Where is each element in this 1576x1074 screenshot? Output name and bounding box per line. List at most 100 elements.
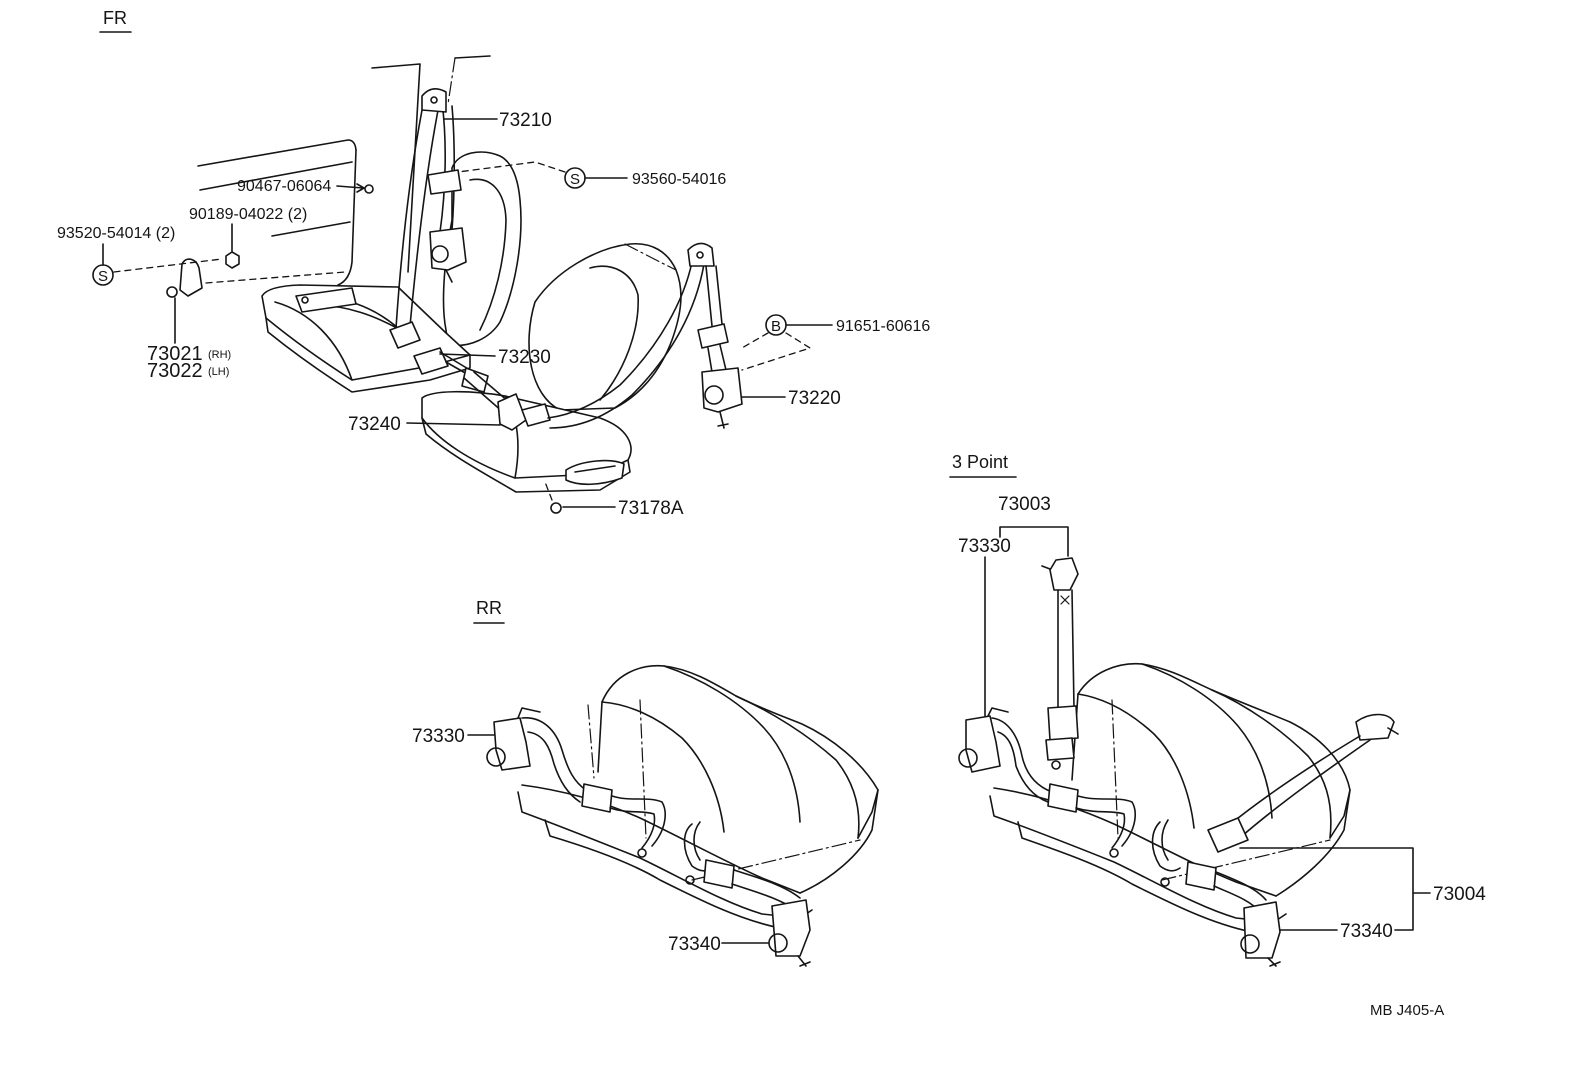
seat-back-contour (601, 701, 725, 833)
cover-clip-icon (550, 502, 562, 514)
pillar-hidden-line (447, 57, 456, 105)
belt-guide (697, 323, 729, 349)
belt-retractor-73330 (965, 715, 1001, 773)
retractor-spool-icon (1240, 934, 1260, 954)
door-trim-rear-edge (337, 149, 357, 286)
seat-hidden-line (639, 699, 647, 839)
belt-webbing-edge (719, 344, 727, 371)
assembly-left-bracket (999, 526, 1069, 557)
seat-back-contour (1141, 663, 1273, 819)
floor-bolt-icon (637, 848, 647, 858)
seat-back-contour (1211, 689, 1332, 839)
seat-cushion-front (421, 417, 631, 493)
floor-bolt-icon (1160, 877, 1170, 887)
buckle-strap-edge (1077, 795, 1136, 847)
belt-buckle (1045, 737, 1075, 761)
callout-inner-buckle: 73230 (498, 347, 551, 368)
buckle-strap-edge (1161, 819, 1169, 861)
buckle-73240 (497, 393, 527, 431)
retractor-spool-icon (704, 385, 724, 405)
belt-webbing-edge (549, 263, 705, 429)
anchor-bolt-icon (696, 251, 704, 259)
front-section-heading: FR (103, 8, 127, 28)
seat-back (528, 243, 682, 411)
floor-bolt-icon (685, 875, 695, 885)
retractor-spool-icon (958, 748, 978, 768)
roof-line (454, 55, 491, 59)
screw-hidden-line (457, 161, 566, 173)
screw-symbol-s-lower: S (98, 268, 108, 285)
belt-tongue-plate (1207, 817, 1249, 853)
callout-rear-retractor-right: 73340 (668, 934, 721, 955)
buckle-strap-edge (609, 807, 656, 849)
floor-bolt-icon (1109, 848, 1119, 858)
callout-three-point-retractor-left: 73330 (958, 536, 1011, 557)
leader-line (406, 422, 501, 426)
front-callouts: 73210 90467-06064 S 93560-54016 90189-04… (57, 110, 930, 519)
three-point-belt-73004 (1151, 713, 1399, 967)
lap-anchor-plate (295, 287, 357, 313)
bolt-symbol-b: B (771, 318, 781, 335)
retractor-bolt (717, 411, 729, 429)
rear-lap-belts (486, 707, 811, 967)
front-cover-73178a (544, 459, 625, 514)
callout-retractor: 73220 (788, 388, 841, 409)
bolt-hidden-line (741, 332, 769, 349)
nut-90189-icon (225, 251, 240, 269)
three-point-callouts: 73003 73330 73004 73340 (958, 494, 1486, 942)
callout-nut-lower: 90189-04022 (2) (189, 206, 307, 223)
shoulder-anchor (1355, 713, 1395, 741)
screw-symbol-s-upper: S (570, 171, 580, 188)
seat-hidden-line (587, 704, 595, 779)
callout-cover: 73178A (618, 498, 684, 519)
belt-retractor-73330 (493, 717, 531, 771)
webbing-label-mark (1060, 595, 1070, 605)
leader-line (439, 353, 496, 357)
front-shoulder-belt-73210 (295, 88, 467, 349)
door-trim-line (199, 161, 353, 191)
screw-hidden-line (205, 271, 346, 284)
rear-bench-seat (517, 664, 879, 929)
seat-cushion-side (1275, 789, 1351, 897)
retractor-bolt (1267, 957, 1281, 967)
rear-callouts: 73330 73340 (412, 726, 769, 955)
three-point-section-heading: 3 Point (952, 452, 1008, 472)
three-point-section: 3 Point (949, 452, 1486, 967)
retractor-bolt (797, 955, 811, 967)
belt-retractor (429, 227, 467, 271)
seat-frame-line (544, 819, 781, 929)
rear-section: RR (412, 598, 879, 967)
belt-webbing-edge (521, 717, 587, 791)
seat-cushion-top (521, 784, 801, 894)
anchor-bracket-73021 (179, 258, 203, 297)
front-retractor-belt-73220 (547, 242, 743, 429)
callout-anchor-rh-side: (RH) (208, 349, 231, 361)
retractor-spool-icon (486, 747, 506, 767)
buckle-strap-edge (1075, 807, 1126, 849)
belt-tongue-plate (389, 321, 421, 349)
seat-cushion-contour (274, 301, 353, 381)
retractor-mount (987, 707, 1009, 717)
leader-arrow (336, 183, 365, 193)
retractor-mount (517, 707, 541, 719)
belt-webbing-edge (1071, 589, 1075, 709)
anchor-bolt-icon (430, 96, 438, 104)
callout-shoulder-belt: 73210 (499, 110, 552, 131)
belt-webbing-edge (451, 105, 456, 231)
retractor-spool-icon (768, 933, 788, 953)
front-mounting-hardware (113, 161, 811, 371)
lap-anchor-bolt-icon (301, 296, 309, 304)
belt-webbing-edge (733, 869, 801, 899)
belt-webbing-edge (547, 261, 693, 419)
buckle-strap-edge (439, 351, 471, 371)
buckle-strap-edge (611, 795, 666, 847)
belt-tongue-plate (581, 783, 613, 813)
callout-anchor-lh: 73022 (147, 360, 203, 382)
callout-three-point-retractor-right: 73340 (1340, 921, 1393, 942)
belt-webbing-edge (705, 265, 713, 327)
seat-cushion-side (799, 789, 879, 894)
seat-back-contour (1077, 693, 1195, 829)
callout-screw-lower: 93520-54014 (2) (57, 225, 175, 242)
nut-90467-icon (364, 184, 374, 194)
belt-tongue-plate (1185, 861, 1217, 891)
